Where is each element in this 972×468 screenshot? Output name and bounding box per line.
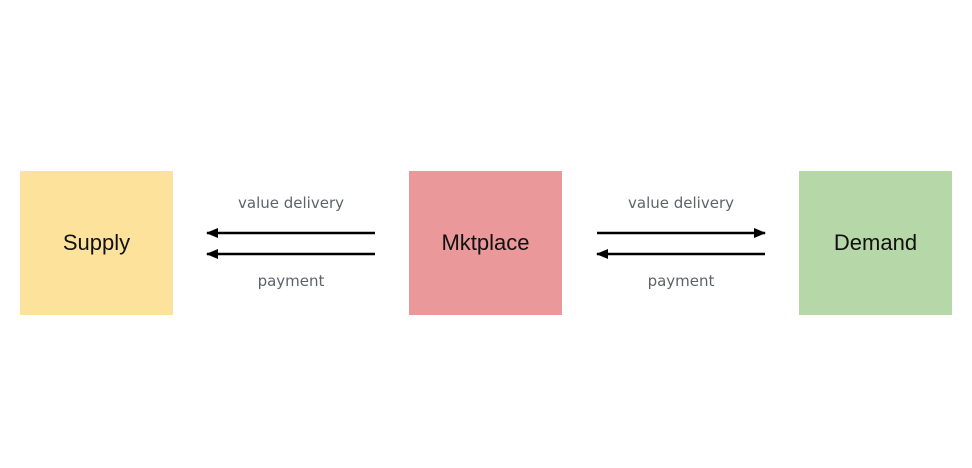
demand-label: Demand [833, 230, 918, 255]
supply-label: Supply [62, 230, 131, 255]
marketplace-label: Mktplace [441, 230, 530, 255]
supply-market-top-label: value delivery [238, 194, 344, 212]
supply-node: Supply [20, 171, 173, 315]
market-demand-bottom-label: payment [647, 272, 715, 290]
market-demand-top-label: value delivery [628, 194, 734, 212]
supply-market-bottom-label: payment [257, 272, 325, 290]
demand-node: Demand [799, 171, 952, 315]
marketplace-node: Mktplace [409, 171, 562, 315]
